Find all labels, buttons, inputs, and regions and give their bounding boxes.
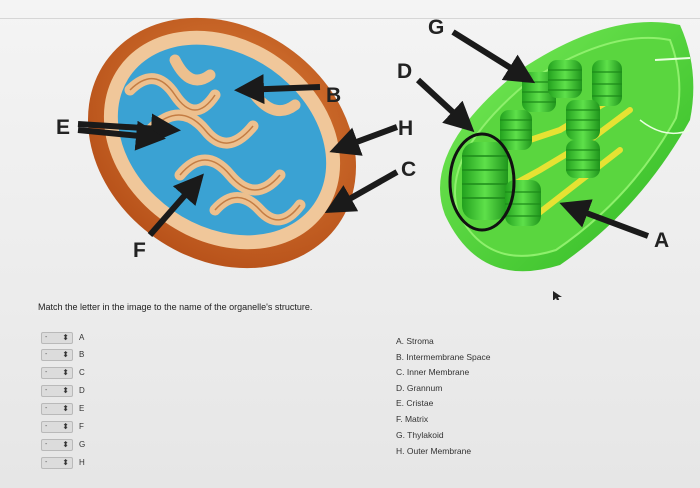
- match-row-label: G: [79, 440, 86, 449]
- match-select-e[interactable]: -⬍: [41, 402, 73, 415]
- match-row-h: -⬍ H: [41, 456, 85, 469]
- granum-stack: [566, 100, 600, 140]
- match-row-label: D: [79, 386, 85, 395]
- arrow-g: [451, 29, 536, 84]
- granum-stack: [548, 60, 582, 98]
- match-row-label: H: [79, 458, 85, 467]
- organelle-diagram: E B H C F D G A: [56, 16, 694, 300]
- label-f: F: [133, 239, 146, 262]
- match-select-c[interactable]: -⬍: [41, 366, 73, 379]
- option-item: B. Intermembrane Space: [396, 352, 491, 362]
- match-row-c: -⬍ C: [41, 366, 85, 379]
- option-item: D. Grannum: [396, 383, 443, 393]
- mitochondrion: [87, 17, 357, 269]
- match-row-label: C: [79, 368, 85, 377]
- granum-stack: [500, 110, 532, 150]
- match-row-d: -⬍ D: [41, 384, 85, 397]
- match-row-label: B: [79, 350, 85, 359]
- label-e: E: [56, 116, 70, 139]
- arrow-b: [234, 74, 321, 105]
- granum-stack: [462, 142, 508, 220]
- label-h: H: [398, 117, 413, 140]
- match-row-a: -⬍ A: [41, 331, 84, 344]
- chloroplast: [440, 22, 694, 272]
- match-row-label: F: [79, 422, 84, 431]
- option-item: C. Inner Membrane: [396, 367, 470, 377]
- updown-arrow-icon: ⬍: [62, 385, 69, 395]
- arrow-c: [324, 169, 399, 213]
- instruction-text: Match the letter in the image to the nam…: [38, 302, 313, 312]
- match-select-h[interactable]: -⬍: [41, 456, 73, 469]
- match-select-f[interactable]: -⬍: [41, 420, 73, 433]
- label-arrows: [77, 29, 650, 239]
- match-row-f: -⬍ F: [41, 420, 84, 433]
- option-item: H. Outer Membrane: [396, 446, 472, 456]
- updown-arrow-icon: ⬍: [62, 403, 69, 413]
- option-item: E. Cristae: [396, 398, 434, 408]
- updown-arrow-icon: ⬍: [62, 421, 69, 431]
- match-select-g[interactable]: -⬍: [41, 438, 73, 451]
- label-c: C: [401, 158, 416, 181]
- match-select-a[interactable]: -⬍: [41, 331, 73, 344]
- option-item: G. Thylakoid: [396, 430, 444, 440]
- match-select-b[interactable]: -⬍: [41, 348, 73, 361]
- updown-arrow-icon: ⬍: [62, 367, 69, 377]
- updown-arrow-icon: ⬍: [62, 349, 69, 359]
- match-row-b: -⬍ B: [41, 348, 84, 361]
- arrow-f: [147, 173, 204, 237]
- arrow-a: [559, 199, 650, 239]
- updown-arrow-icon: ⬍: [62, 439, 69, 449]
- option-item: F. Matrix: [396, 414, 429, 424]
- top-divider: [0, 18, 700, 19]
- arrow-e2: [77, 120, 166, 151]
- option-item: A. Stroma: [396, 336, 434, 346]
- granum-stack: [592, 60, 622, 106]
- label-a: A: [654, 229, 669, 252]
- match-select-d[interactable]: -⬍: [41, 384, 73, 397]
- arrow-d: [415, 77, 475, 133]
- granum-circle: [448, 132, 516, 232]
- match-row-e: -⬍ E: [41, 402, 84, 415]
- updown-arrow-icon: ⬍: [62, 332, 69, 342]
- label-b: B: [326, 84, 341, 107]
- label-g: G: [428, 16, 444, 39]
- match-row-g: -⬍ G: [41, 438, 85, 451]
- label-d: D: [397, 60, 412, 83]
- chloro-highlight: [654, 57, 691, 61]
- updown-arrow-icon: ⬍: [62, 457, 69, 467]
- mouse-pointer-icon: [553, 291, 562, 300]
- arrow-h: [329, 124, 399, 156]
- match-row-label: E: [79, 404, 85, 413]
- match-row-label: A: [79, 333, 85, 342]
- granum-stack: [566, 140, 600, 178]
